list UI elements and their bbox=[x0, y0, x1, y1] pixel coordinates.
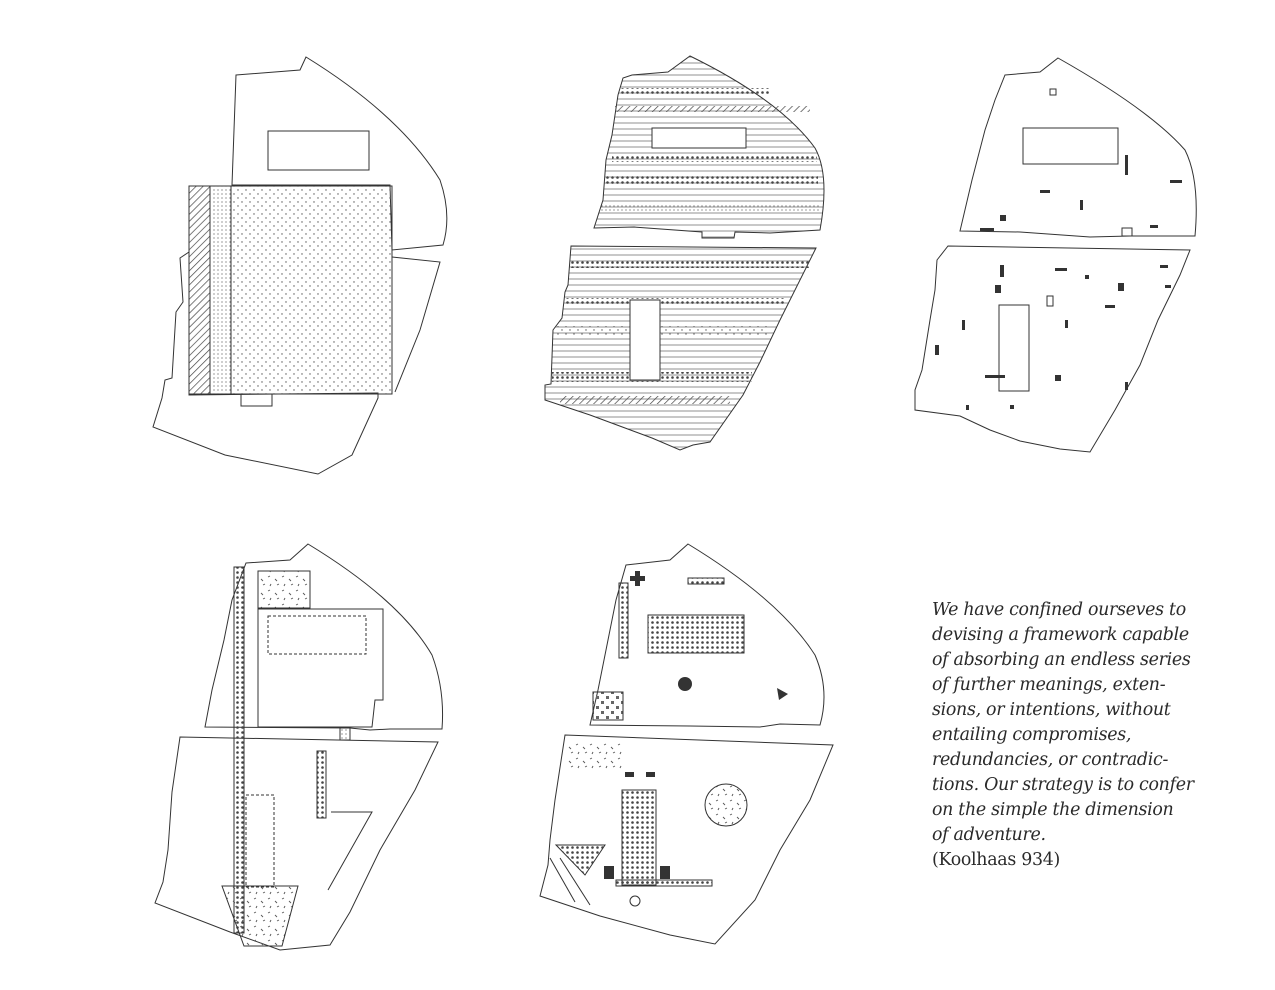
quote-line: We have confined ourseves to bbox=[932, 600, 1186, 620]
plan-4-small-block bbox=[340, 728, 350, 740]
plan-2-lower-parcel bbox=[545, 246, 816, 450]
plan-4-confetti-box bbox=[258, 571, 310, 608]
plan-4-upper-parcel bbox=[205, 544, 443, 730]
plan-5-upper-parcel bbox=[590, 544, 824, 727]
plan-1-base bbox=[153, 57, 447, 474]
plan-5-left-bar bbox=[619, 583, 628, 658]
plan-5-dotted-circle bbox=[705, 784, 747, 826]
plan-4-enclosure bbox=[258, 609, 383, 727]
plan-3-base bbox=[915, 58, 1196, 452]
plan-4-dashed-lower-box bbox=[246, 795, 274, 887]
plan-5-base bbox=[540, 544, 833, 944]
plan-1-right-edge bbox=[392, 257, 440, 392]
quote-line: entailing compromises, bbox=[932, 725, 1132, 745]
plan-1-fine-strip bbox=[210, 186, 231, 394]
quote-line: of further meanings, exten- bbox=[932, 675, 1166, 695]
plan-5-lower-parcel bbox=[540, 735, 833, 944]
plan-5-triangle bbox=[777, 688, 788, 700]
quote-line: on the simple the dimension bbox=[932, 800, 1174, 820]
plan-1-annex bbox=[241, 394, 272, 406]
plan-4-vertical-spine bbox=[234, 567, 244, 933]
plan-5-circle-dot bbox=[678, 677, 692, 691]
plan-2-band-g bbox=[566, 298, 786, 306]
plan-4-dotted-bar bbox=[317, 751, 326, 818]
plan-2-band-c bbox=[612, 154, 817, 162]
plan-5-top-bar bbox=[688, 578, 724, 584]
plan-1-hatch-strip bbox=[189, 186, 210, 394]
plan-5-diagonal-1 bbox=[550, 858, 575, 902]
plan-3-lower-parcel bbox=[915, 246, 1190, 452]
plan-1-upper-parcel bbox=[232, 57, 447, 250]
plan-2-band-j bbox=[560, 396, 730, 404]
plan-2-band-e bbox=[600, 205, 820, 213]
plan-5-dark-block-right bbox=[660, 866, 670, 879]
quote-line: devising a framework capable bbox=[932, 625, 1189, 645]
plan-2-center-box bbox=[652, 128, 746, 148]
plan-4-lower-parcel bbox=[155, 737, 438, 950]
plan-4-diagonal bbox=[328, 812, 372, 890]
plan-5-cross-icon bbox=[630, 571, 645, 586]
plan-4-inner-dashed-box bbox=[268, 616, 366, 654]
plan-2-band-b bbox=[615, 106, 810, 112]
quote-line: sions, or intentions, without bbox=[932, 700, 1171, 720]
plan-5-dense-wedge bbox=[556, 845, 605, 875]
quote-line: tions. Our strategy is to confer bbox=[932, 775, 1194, 795]
plan-3-lower-rectangle bbox=[999, 305, 1029, 391]
plan-1-inner-rectangle bbox=[268, 131, 369, 170]
plan-2-lower-box bbox=[630, 300, 660, 380]
plan-5-base-bar bbox=[616, 880, 712, 886]
quote-line: of absorbing an endless series bbox=[932, 650, 1191, 670]
plan-2-band-h bbox=[557, 326, 767, 336]
plan-5-dense-block bbox=[648, 615, 744, 653]
plan-3-upper-parcel bbox=[960, 58, 1196, 237]
plan-3-inner-rectangle bbox=[1023, 128, 1118, 164]
plan-2-band-d bbox=[606, 175, 818, 185]
plan-2-band-f bbox=[570, 260, 810, 268]
plan-5-tall-block bbox=[622, 790, 656, 885]
quote-line: redundancies, or contradic- bbox=[932, 750, 1169, 770]
plan-5-confetti-patch bbox=[568, 741, 623, 771]
plan-5-grid-square bbox=[593, 692, 623, 720]
plan-5-dash-1 bbox=[625, 772, 634, 777]
plan-2-base bbox=[545, 56, 824, 450]
quote-citation: (Koolhaas 934) bbox=[932, 850, 1060, 870]
quote-line: of adventure. bbox=[932, 825, 1046, 845]
plan-2-band-a bbox=[620, 88, 770, 96]
plan-4-confetti-wedge bbox=[222, 886, 298, 946]
plan-3-scatter bbox=[935, 89, 1182, 410]
plan-5-diagonal-2 bbox=[560, 858, 590, 905]
plan-1-dot-field bbox=[231, 186, 392, 394]
plan-5-dark-block-left bbox=[604, 866, 614, 879]
plan-4-base bbox=[155, 544, 443, 950]
koolhaas-quote: We have confined ourseves to devising a … bbox=[932, 598, 1232, 873]
plan-5-dash-2 bbox=[646, 772, 655, 777]
plan-5-small-ring bbox=[630, 896, 640, 906]
